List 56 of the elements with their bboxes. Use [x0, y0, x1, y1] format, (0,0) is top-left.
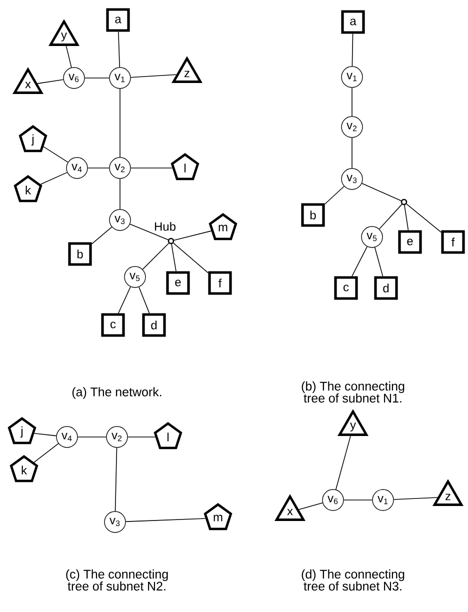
link-line: [37, 79, 64, 84]
link-line: [77, 436, 107, 438]
link-line: [40, 172, 68, 185]
link-line: [114, 447, 118, 512]
link-line: [406, 204, 442, 233]
link-line: [43, 146, 68, 163]
link-line: [118, 31, 120, 68]
link-line: [127, 436, 156, 438]
terminal-square: c: [101, 313, 125, 337]
terminal-square: e: [166, 271, 190, 295]
terminal-pentagon: m: [204, 503, 232, 530]
link-line: [173, 242, 209, 274]
link-line: [378, 204, 402, 230]
link-line: [66, 46, 72, 68]
link-line: [125, 518, 206, 522]
link-line: [118, 286, 131, 314]
link-line: [362, 182, 402, 202]
link-line: [404, 204, 409, 231]
link-line: [174, 230, 212, 241]
terminal-square: a: [341, 10, 365, 34]
terminal-pentagon: j: [8, 417, 36, 444]
terminal-pentagon: l: [170, 153, 200, 180]
caption: (b) The connecting tree of subnet N1.: [302, 381, 404, 403]
terminal-square: d: [142, 313, 166, 337]
link-line: [130, 224, 168, 240]
link-line: [298, 502, 323, 510]
caption: (d) The connecting tree of subnet N3.: [302, 569, 404, 591]
link-line: [374, 247, 384, 277]
terminal-pentagon: m: [208, 213, 238, 240]
link-line: [324, 186, 344, 205]
link-line: [352, 33, 354, 67]
link-line: [130, 74, 177, 78]
link-line: [138, 286, 150, 314]
terminal-square: f: [208, 271, 232, 295]
terminal-square: f: [441, 230, 465, 254]
terminal-square: e: [398, 230, 422, 254]
terminal-square: d: [374, 276, 398, 300]
terminal-square: b: [301, 203, 325, 227]
link-line: [34, 432, 57, 436]
caption: (c) The connecting tree of subnet N2.: [66, 569, 168, 591]
link-line: [34, 443, 59, 463]
link-line: [142, 242, 170, 270]
link-line: [335, 436, 351, 490]
caption: (a) The network.: [72, 387, 162, 399]
link-line: [171, 244, 176, 272]
link-line: [393, 497, 438, 500]
terminal-square: c: [334, 276, 358, 300]
terminal-pentagon: j: [18, 125, 48, 152]
link-line: [91, 226, 112, 244]
terminal-square: b: [68, 242, 92, 266]
link-line: [352, 246, 368, 277]
terminal-pentagon: k: [14, 175, 42, 202]
hub-label: Hub: [154, 222, 176, 231]
terminal-square: a: [106, 8, 130, 32]
terminal-pentagon: l: [154, 422, 182, 450]
terminal-pentagon: k: [10, 455, 38, 482]
